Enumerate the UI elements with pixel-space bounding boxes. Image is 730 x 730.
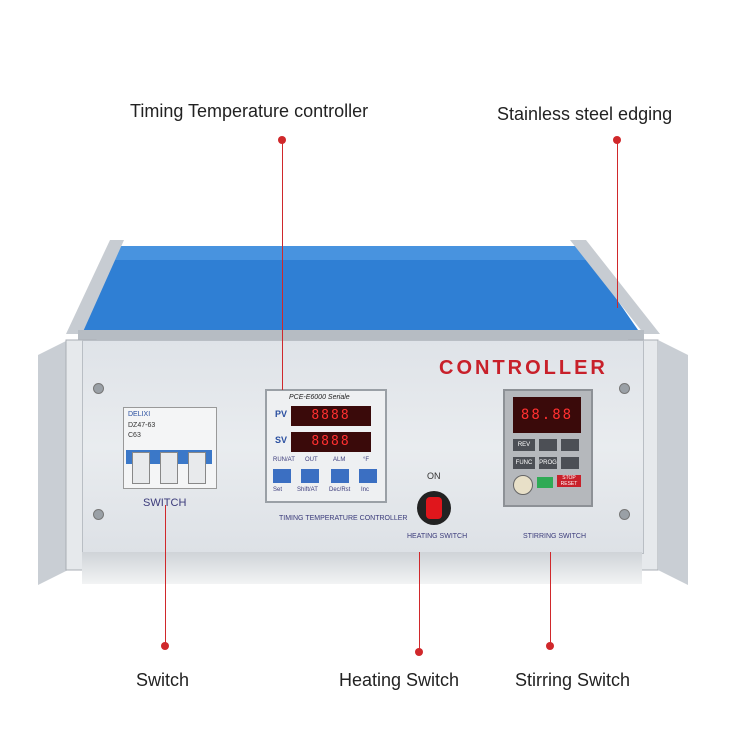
tc-panel-label: TIMING TEMPERATURE CONTROLLER [279,515,408,522]
screw [619,509,630,520]
breaker-model: DZ47-63 [128,422,156,429]
tc-led-label: ALM [333,457,346,463]
vfd-left-key[interactable] [539,439,557,451]
tc-key-label: Shift/AT [297,487,318,493]
tc-led-label: OUT [305,457,318,463]
breaker-pole [132,452,150,484]
callout-heating-switch: Heating Switch [339,670,460,690]
tc-led-label: °F [363,457,370,463]
callout-dot [161,642,169,650]
breaker-pole [160,452,178,484]
breaker-pole [188,452,206,484]
vfd-down-key[interactable] [561,457,579,469]
tc-shift-key[interactable] [301,469,319,483]
left-rail [38,339,97,585]
callout-temperature-controller: Timing Temperature controller [130,101,369,121]
callout-line [282,140,283,390]
tc-set-key[interactable] [273,469,291,483]
vfd-display: 88.88 [513,397,581,433]
on-label: ON [427,471,441,481]
callout-switch: Switch [136,670,190,690]
tc-key-label: Set [273,487,283,493]
callout-line [165,505,166,646]
callout-line [550,552,551,646]
front-panel: CONTROLLER DELIXI DZ47-63 C63 SWITCH PCE… [82,340,644,554]
heating-switch-label: HEATING SWITCH [407,533,468,540]
vfd-prog-key[interactable]: PROG [539,457,557,469]
stirring-switch-label: STIRRING SWITCH [523,533,586,540]
tc-inc-key[interactable] [359,469,377,483]
circuit-breaker[interactable]: DELIXI DZ47-63 C63 [123,407,217,489]
tc-key-label: Inc [361,487,370,493]
breaker-rating: C63 [128,432,141,439]
breaker-label: SWITCH [143,497,187,509]
breaker-brand: DELIXI [128,411,151,418]
vfd-up-key[interactable] [561,439,579,451]
screw [93,383,104,394]
vfd-run-key[interactable] [537,477,553,488]
tc-pv-label: PV [275,409,288,419]
vfd-stop-key[interactable]: STOP RESET [557,475,581,487]
tc-dec-key[interactable] [331,469,349,483]
screw [619,383,630,394]
callout-stirring-switch: Stirring Switch [515,670,631,690]
heating-rocker-switch[interactable] [417,491,451,525]
callout-line [617,140,618,308]
panel-title: CONTROLLER [439,357,608,379]
vfd-knob[interactable] [513,475,533,495]
callout-stainless-edging: Stainless steel edging [497,104,673,124]
callout-line [419,552,420,652]
tc-led-label: RUN/AT [273,457,295,463]
tc-sv-label: SV [275,435,288,445]
rocker-red-icon [426,497,442,519]
device-base [82,552,642,584]
device-lid [66,240,660,340]
temperature-controller[interactable]: PCE-E6000 Seriale PV 8888 SV 8888 RUN/AT… [265,389,387,503]
callout-dot [546,642,554,650]
tc-key-label: Dec/Rst [329,487,351,493]
screw [93,509,104,520]
tc-sv-display: 8888 [291,432,371,452]
tc-series: PCE-E6000 Seriale [289,394,350,401]
vfd-func-key[interactable]: FUNC [513,457,535,469]
stirring-controller[interactable]: 88.88 REV FUNC PROG STOP RESET [503,389,593,507]
vfd-rev-key[interactable]: REV [513,439,535,451]
tc-pv-display: 8888 [291,406,371,426]
callout-dot [415,648,423,656]
